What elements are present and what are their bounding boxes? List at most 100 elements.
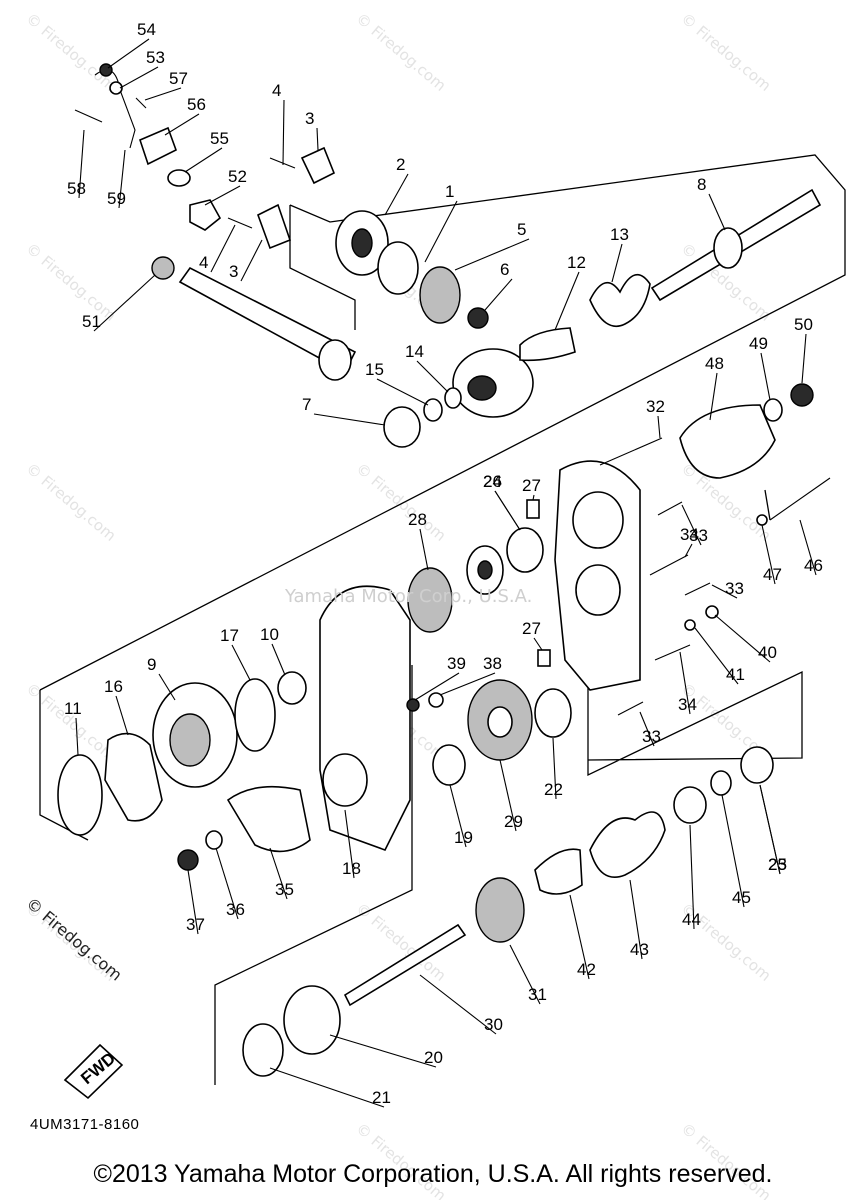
callout-49: 49 [749,334,768,353]
bolt-bracket-frame [587,670,803,777]
callout-56: 56 [187,95,206,114]
group-frames [39,154,846,1085]
callout-50: 50 [794,315,813,334]
cover-22-hole-upper [572,491,624,549]
leader-line-51 [93,274,156,332]
leader-line-30 [419,974,497,1035]
callout-10: 10 [260,625,279,644]
callout-39: 39 [447,654,466,673]
leader-line-29 [499,759,517,832]
leader-line-12 [554,271,580,331]
leader-line-8 [708,193,726,231]
plate-3-lower [257,203,292,250]
gear-case-18 [319,585,411,851]
bolt-33-c [617,701,644,716]
callout-31: 31 [528,985,547,1004]
leader-line-31 [509,944,541,1005]
washer-14 [444,387,462,409]
leader-line-15 [376,378,429,406]
nut-50 [790,383,814,407]
callout-59: 59 [107,189,126,208]
leader-line-49 [760,352,771,401]
callout-8: 8 [697,175,706,194]
bolt-33-a [657,501,683,516]
leader-line-37 [187,869,199,935]
housing-9-bore [169,713,211,767]
callout-17: 17 [220,626,239,645]
leader-line-47 [761,524,776,585]
cover-22-hole-lower [575,564,621,616]
nut-52 [189,199,222,231]
gear-29-hub [487,706,513,738]
callout-57: 57 [169,69,188,88]
leader-line-48 [709,372,718,421]
plate-3-upper [300,146,336,185]
o-ring-11 [57,754,103,836]
fwd-arrow [63,1043,124,1100]
callout-43: 43 [630,940,649,959]
bolt-34-lower [654,644,691,661]
leader-line-41 [694,627,739,685]
callout-33: 33 [642,727,661,746]
spring-43 [589,811,666,878]
leader-line-44 [689,824,695,930]
leader-line-13 [611,243,623,283]
washer-41 [684,619,696,631]
right-cover-frame [764,489,771,521]
leader-line-57 [144,87,182,101]
leader-line-38 [439,672,496,696]
leader-line-4 [282,99,285,166]
leader-line-42 [569,894,590,980]
leader-line-55 [184,147,223,173]
clutch-dog-42 [534,848,583,895]
callout-25: 25 [768,855,787,874]
callout-33: 33 [725,579,744,598]
bolt-32 [599,437,663,466]
callout-45: 45 [732,888,751,907]
callout-41: 41 [726,665,745,684]
callout-33: 33 [689,526,708,545]
leader-line-25 [759,784,781,875]
watermark-corner: © Firedog.com [22,894,125,985]
callout-36: 36 [226,900,245,919]
washer-39 [406,698,420,712]
leader-line-46 [799,519,817,576]
upper-shaft [178,266,357,374]
washer-47 [756,514,768,526]
leader-line-6 [484,278,513,311]
ring-gear-5-hub [467,375,497,401]
leader-line-4 [210,224,236,273]
callout-47: 47 [763,565,782,584]
collar-44 [673,786,707,824]
leader-line-52 [204,185,241,206]
leader-line-45 [721,794,745,908]
leader-line-34 [679,651,691,715]
washer-49 [763,398,783,422]
callout-51: 51 [82,312,101,331]
callout-53: 53 [146,48,165,67]
leader-line-27 [533,637,543,651]
gear-51 [151,256,175,280]
dowel-pin-27-upper [526,499,540,519]
washer-45 [710,770,732,796]
callout-58: 58 [67,179,86,198]
callout-7: 7 [302,395,311,414]
gasket-16 [104,732,163,822]
leader-line-19 [449,784,467,848]
callout-16: 16 [104,677,123,696]
leader-line-17 [231,644,251,681]
output-shaft-frame [214,665,413,1085]
leader-line-34 [684,543,693,558]
callout-11: 11 [64,699,82,718]
watermark: © Firedog.com [22,9,119,94]
leader-line-32 [657,415,661,439]
screw-57 [135,97,147,109]
leader-line-18 [344,809,355,879]
leader-line-2 [384,173,409,216]
watermark: © Firedog.com [352,459,449,544]
callout-19: 19 [454,828,473,847]
callout-55: 55 [210,129,229,148]
callout-27: 27 [522,476,541,495]
leader-line-21 [269,1067,385,1108]
parts-layer [57,63,831,1100]
